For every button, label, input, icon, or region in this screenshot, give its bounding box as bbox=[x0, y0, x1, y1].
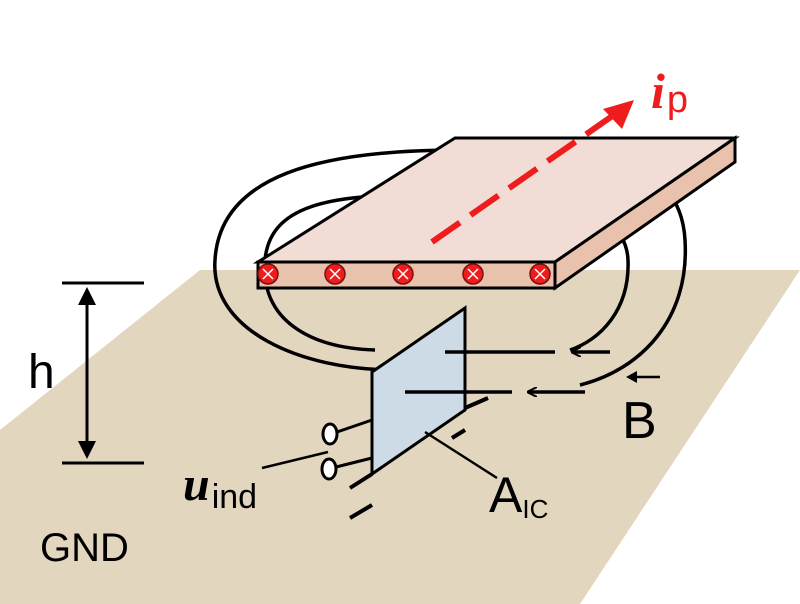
ic-lead-bottom bbox=[348, 503, 374, 520]
ic-lead-bottom-left bbox=[348, 472, 374, 490]
height-arrow-down bbox=[78, 441, 96, 459]
ic-lead-right-mid bbox=[450, 428, 467, 440]
current-cross-4 bbox=[462, 263, 484, 285]
current-cross-symbols bbox=[257, 263, 551, 285]
conductor-right-face bbox=[553, 135, 737, 291]
field-vector-label: B bbox=[622, 392, 657, 450]
area-label: AIC bbox=[489, 467, 548, 524]
current-cross-3 bbox=[392, 263, 414, 285]
current-direction-arrow bbox=[430, 109, 620, 245]
aic-leader-line bbox=[424, 430, 498, 480]
ic-lead-top-right bbox=[464, 396, 489, 410]
current-arrowhead bbox=[603, 100, 634, 129]
uind-leader-line bbox=[261, 450, 329, 470]
current-label: ip bbox=[651, 63, 688, 121]
voltage-label: uind bbox=[183, 458, 257, 516]
height-label: h bbox=[28, 346, 55, 399]
area-label-sub: IC bbox=[522, 494, 548, 524]
height-arrow-up bbox=[78, 287, 96, 305]
voltage-label-sub: ind bbox=[212, 478, 257, 516]
current-label-sub: p bbox=[667, 79, 688, 121]
current-cross-5 bbox=[529, 263, 551, 285]
terminal-top bbox=[321, 422, 339, 446]
b-vector-head bbox=[626, 371, 637, 383]
terminal-bottom-wire bbox=[335, 456, 373, 469]
current-cross-2 bbox=[324, 263, 346, 285]
current-cross-1 bbox=[257, 263, 279, 285]
terminal-bottom bbox=[320, 457, 338, 481]
ground-label: GND bbox=[40, 526, 129, 570]
terminal-top-wire bbox=[336, 418, 373, 434]
